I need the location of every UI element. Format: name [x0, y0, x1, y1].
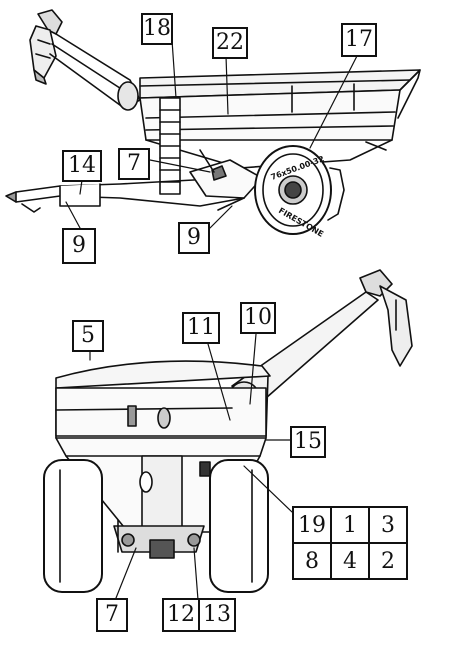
grid-cell: 3 [368, 506, 408, 544]
side-view-cart: 76x50.00-32 FIRESTONE [5, 9, 421, 239]
callout-12: 12 [162, 598, 200, 632]
grid-cell: 1 [330, 506, 370, 544]
callout-15: 15 [290, 426, 326, 458]
grid-cell: 8 [292, 542, 332, 580]
callout-14: 14 [62, 150, 102, 182]
rear-view-cart [43, 269, 413, 593]
callout-7-rear: 7 [96, 598, 128, 632]
callout-9-hitch: 9 [62, 228, 96, 264]
callout-13: 13 [198, 598, 236, 632]
callout-9-frame: 9 [178, 222, 210, 254]
callout-5: 5 [72, 320, 104, 352]
callout-22: 22 [212, 27, 248, 59]
callout-18: 18 [141, 13, 173, 45]
grid-cell: 2 [368, 542, 408, 580]
grid-cell: 19 [292, 506, 332, 544]
callout-10: 10 [240, 302, 276, 334]
callout-7-side: 7 [118, 148, 150, 180]
callout-11: 11 [182, 312, 220, 344]
grid-cell: 4 [330, 542, 370, 580]
rear-view-leader-lines [89, 333, 293, 601]
side-view-leader-lines [65, 39, 359, 229]
callout-17: 17 [341, 23, 377, 57]
